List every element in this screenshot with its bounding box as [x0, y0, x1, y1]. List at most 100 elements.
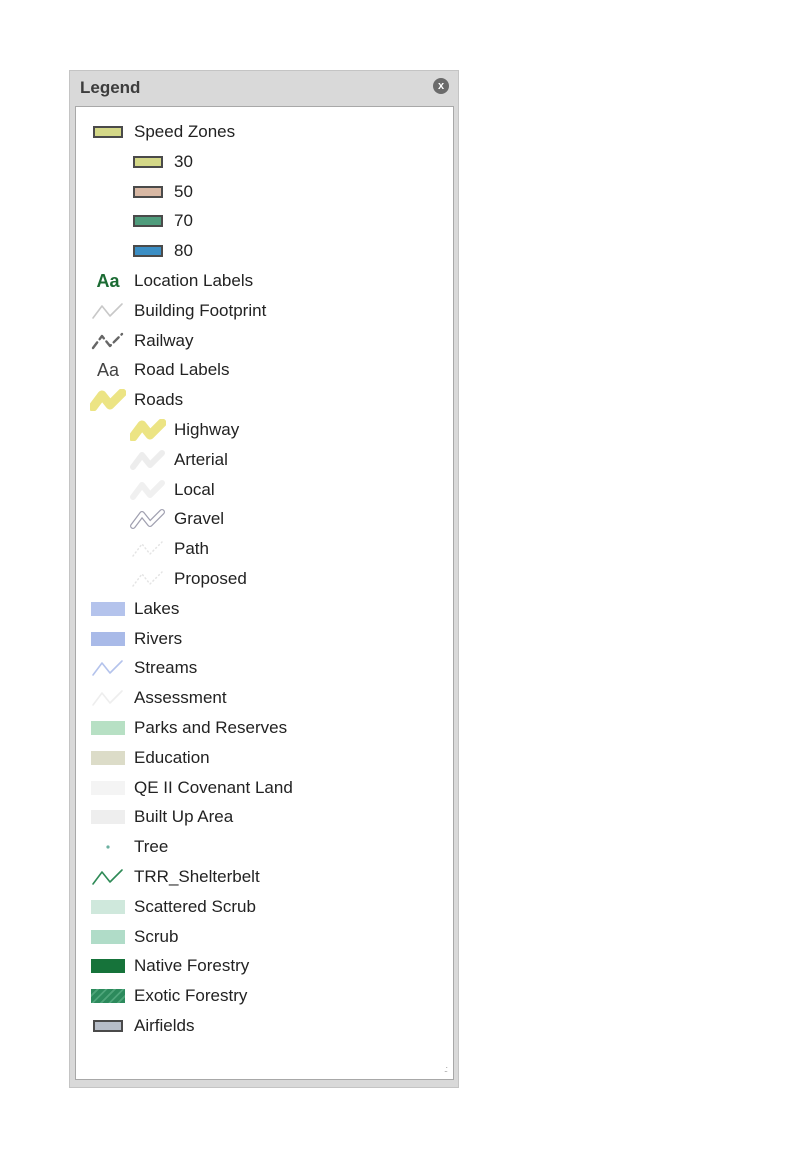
legend-item: Parks and Reserves: [90, 717, 287, 739]
legend-item: Education: [90, 747, 210, 769]
area-fill-icon: [90, 955, 126, 977]
line-icon: [90, 866, 126, 888]
area-fill-icon: [90, 717, 126, 739]
color-swatch-icon: [90, 121, 126, 143]
legend-item-label: Exotic Forestry: [134, 986, 248, 1006]
legend-item-label: QE II Covenant Land: [134, 777, 293, 797]
legend-item: TRR_Shelterbelt: [90, 866, 260, 888]
legend-item: 80: [130, 240, 193, 262]
legend-item-label: Scrub: [134, 926, 179, 946]
color-swatch-icon: [90, 1015, 126, 1037]
legend-item: QE II Covenant Land: [90, 777, 293, 799]
legend-item: 70: [130, 210, 193, 232]
legend-item: Rivers: [90, 628, 182, 650]
legend-item-label: Gravel: [174, 509, 225, 529]
legend-item: Highway: [130, 419, 239, 441]
legend-item-label: Built Up Area: [134, 807, 234, 827]
legend-item-label: Lakes: [134, 598, 180, 618]
legend-item-label: 30: [174, 151, 193, 171]
close-icon[interactable]: x: [433, 78, 449, 94]
pattern-fill-icon: [90, 985, 126, 1007]
area-fill-icon: [90, 747, 126, 769]
line-icon: [90, 300, 126, 322]
gravel-road-icon: [130, 508, 166, 530]
legend-item-label: Roads: [134, 390, 184, 410]
color-swatch-icon: [130, 210, 166, 232]
legend-item-label: Arterial: [174, 449, 228, 469]
legend-item: Airfields: [90, 1015, 194, 1037]
legend-item: Speed Zones: [90, 121, 235, 143]
legend-item: Path: [130, 538, 209, 560]
legend-item: Building Footprint: [90, 300, 266, 322]
road-line-icon: [90, 389, 126, 412]
legend-item-label: Building Footprint: [134, 300, 267, 320]
legend-item: Assessment: [90, 687, 227, 709]
legend-item-label: Local: [174, 479, 215, 499]
legend-item-label: Railway: [134, 330, 194, 350]
legend-item-label: Education: [134, 747, 210, 767]
legend-item: Streams: [90, 657, 197, 679]
legend-item-label: Road Labels: [134, 360, 230, 380]
color-swatch-icon: [130, 181, 166, 203]
legend-item: Local: [130, 479, 215, 501]
legend-item-label: Airfields: [134, 1016, 195, 1035]
legend-item: 30: [130, 151, 193, 173]
resize-grip-icon[interactable]: .:: [443, 1064, 448, 1074]
area-fill-icon: [90, 777, 126, 799]
road-line-icon: [130, 449, 166, 471]
legend-item: 50: [130, 181, 193, 203]
legend-item-label: Tree: [134, 837, 169, 857]
legend-item: Railway: [90, 330, 194, 352]
legend-item-label: 80: [174, 241, 193, 261]
legend-item-label: Highway: [174, 420, 240, 439]
area-fill-icon: [90, 806, 126, 828]
point-marker-icon: [90, 836, 126, 858]
dotted-line-icon: [130, 538, 166, 560]
legend-title: Legend: [80, 78, 141, 97]
area-fill-icon: [90, 896, 126, 918]
road-line-icon: [130, 419, 166, 441]
legend-item-label: Rivers: [134, 628, 183, 648]
legend-item: Roads: [90, 389, 184, 412]
legend-item-label: Streams: [134, 658, 198, 678]
legend-item-label: Path: [174, 539, 209, 559]
dotted-line-icon: [130, 568, 166, 590]
legend-item: Gravel: [130, 508, 224, 530]
legend-item: Exotic Forestry: [90, 985, 247, 1007]
legend-item-label: TRR_Shelterbelt: [134, 867, 260, 886]
legend-item: Built Up Area: [90, 806, 233, 828]
legend-item: Lakes: [90, 598, 179, 620]
area-fill-icon: [90, 598, 126, 620]
legend-item-label: 50: [174, 181, 193, 201]
legend-item-label: 70: [174, 211, 193, 231]
legend-item-label: Native Forestry: [134, 956, 250, 976]
legend-item-label: Speed Zones: [134, 122, 236, 141]
line-icon: [90, 657, 126, 679]
area-fill-icon: [90, 926, 126, 948]
text-sample: Aa: [96, 270, 120, 291]
road-line-icon: [130, 479, 166, 501]
legend-item: Native Forestry: [90, 955, 249, 977]
legend-item: Aa Location Labels: [90, 270, 253, 292]
railway-line-icon: [90, 330, 126, 352]
line-icon: [90, 687, 126, 709]
area-fill-icon: [90, 628, 126, 650]
legend-item-label: Location Labels: [134, 271, 254, 290]
color-swatch-icon: [130, 151, 166, 173]
legend-item: Tree: [90, 836, 168, 858]
text-sample: Aa: [96, 359, 120, 380]
legend-item-label: Parks and Reserves: [134, 718, 288, 737]
text-label-icon: Aa: [90, 270, 126, 292]
legend-item: Scattered Scrub: [90, 896, 256, 918]
legend-item-label: Assessment: [134, 688, 227, 708]
legend-item-label: Proposed: [174, 569, 247, 588]
legend-item-label: Scattered Scrub: [134, 896, 256, 916]
text-label-icon: Aa: [90, 359, 126, 381]
legend-item: Proposed: [130, 568, 247, 590]
legend-item: Scrub: [90, 926, 178, 948]
color-swatch-icon: [130, 240, 166, 262]
legend-item: Aa Road Labels: [90, 359, 229, 381]
legend-item: Arterial: [130, 449, 228, 471]
